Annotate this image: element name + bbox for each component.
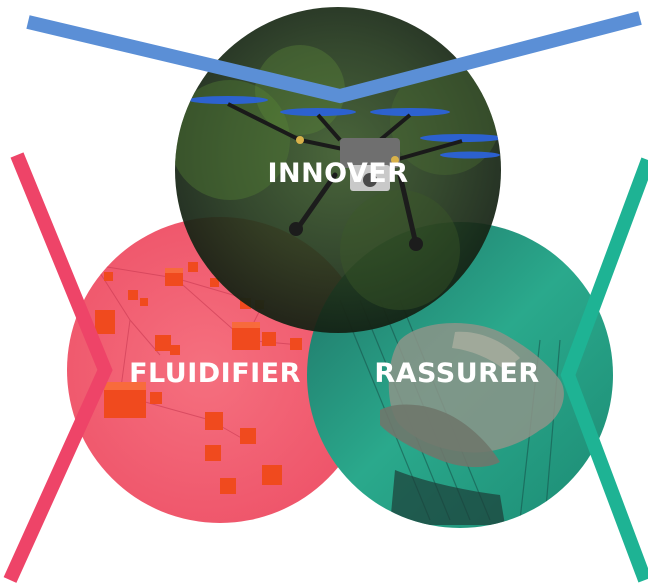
right-line — [560, 157, 648, 583]
fluidifier-label: FLUIDIFIER — [129, 358, 301, 389]
innover-label: INNOVER — [267, 158, 408, 189]
connector-lines — [3, 11, 648, 583]
left-line — [3, 152, 113, 583]
handshake-image — [339, 299, 564, 525]
top-line — [26, 11, 642, 104]
rassurer-label: RASSURER — [374, 358, 539, 389]
innover-circle — [175, 7, 501, 333]
drone-image — [175, 45, 501, 310]
